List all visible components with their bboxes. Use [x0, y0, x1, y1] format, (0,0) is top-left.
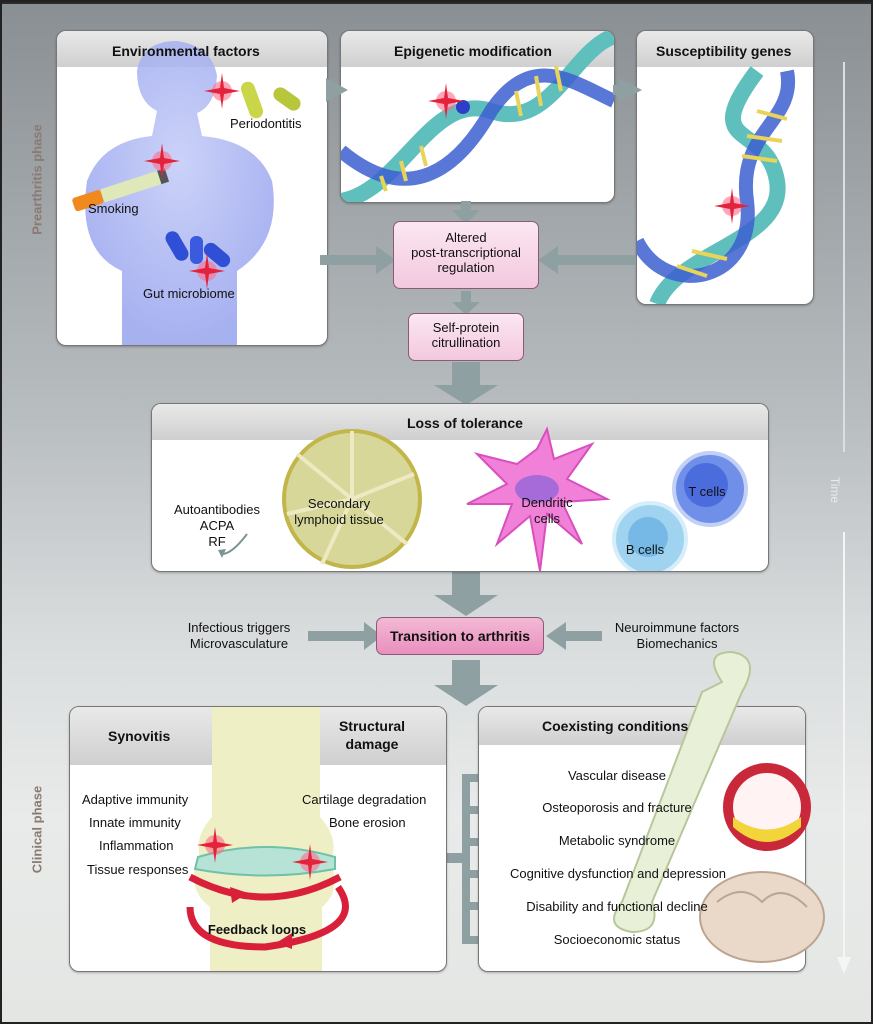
acpa-label: ACPA — [199, 518, 235, 533]
inflammation-spark-icon — [189, 253, 225, 289]
coexisting-conditions-title: Coexisting conditions — [542, 718, 689, 734]
loss-of-tolerance-panel — [151, 403, 769, 572]
human-body-silhouette — [85, 41, 274, 345]
structural-damage-title-line2: damage — [345, 736, 399, 752]
dna-helix-icon — [341, 31, 614, 202]
neuroimmune-factors-label: Neuroimmune factors — [614, 620, 740, 635]
altered-regulation-box: Altered post-transcriptional regulation — [393, 221, 539, 289]
inflammation-spark-icon — [428, 83, 464, 119]
synovitis-panel — [69, 706, 447, 972]
secondary-lymphoid-tissue-label-line2: lymphoid tissue — [294, 512, 384, 527]
susceptibility-genes-panel — [636, 30, 814, 305]
lymphoid-tissue-icon — [218, 429, 422, 569]
b-cells-label: B cells — [625, 542, 665, 557]
condition-item: Metabolic syndrome — [558, 833, 676, 848]
structural-damage-item: Bone erosion — [329, 815, 406, 830]
autoantibodies-label: Autoantibodies — [173, 502, 260, 517]
infectious-triggers-label: Infectious triggers — [187, 620, 291, 635]
condition-item: Vascular disease — [567, 768, 667, 783]
feedback-loops-label: Feedback loops — [207, 922, 307, 937]
dendritic-cell-icon — [466, 426, 611, 571]
environmental-factors-panel — [56, 30, 328, 346]
b-cell-icon — [612, 501, 688, 571]
inflammation-spark-icon — [292, 844, 328, 880]
condition-item: Cognitive dysfunction and depression — [509, 866, 727, 881]
t-cell-icon — [672, 451, 748, 527]
gut-microbiome-label: Gut microbiome — [143, 286, 235, 301]
rf-label: RF — [208, 534, 226, 549]
smoking-cigarette-icon — [72, 168, 170, 212]
inflammation-spark-icon — [714, 188, 750, 224]
gut-microbiome-bacteria-icon — [165, 231, 231, 268]
susceptibility-genes-title: Susceptibility genes — [656, 43, 792, 59]
structural-damage-title: Structural — [338, 718, 406, 734]
synovitis-item: Adaptive immunity — [82, 792, 189, 807]
loss-of-tolerance-title: Loss of tolerance — [407, 415, 523, 431]
condition-item: Osteoporosis and fracture — [542, 800, 692, 815]
dendritic-cells-label: Dendritic — [521, 495, 573, 510]
condition-item: Socioeconomic status — [553, 932, 681, 947]
synovitis-item: Tissue responses — [87, 862, 189, 877]
synovitis-title: Synovitis — [108, 728, 171, 744]
microvasculature-label: Microvasculature — [189, 636, 289, 651]
transition-to-arthritis-box: Transition to arthritis — [376, 617, 544, 655]
condition-item: Disability and functional decline — [526, 899, 708, 914]
synovitis-item: Innate immunity — [89, 815, 181, 830]
synovitis-item: Inflammation — [99, 838, 174, 853]
inflammation-spark-icon — [197, 827, 233, 863]
environmental-factors-title: Environmental factors — [112, 43, 260, 59]
t-cells-label: T cells — [688, 484, 726, 499]
epigenetic-modification-panel — [340, 30, 615, 203]
structural-damage-item: Cartilage degradation — [302, 792, 427, 807]
inflammation-spark-icon — [204, 73, 240, 109]
secondary-lymphoid-tissue-label: Secondary — [307, 496, 371, 511]
dna-helix-icon — [637, 66, 796, 304]
dendritic-cells-label-line2: cells — [533, 511, 560, 526]
self-protein-citrullination-box: Self-protein citrullination — [408, 313, 524, 361]
epigenetic-modification-title: Epigenetic modification — [394, 43, 552, 59]
biomechanics-label: Biomechanics — [636, 636, 718, 651]
periodontitis-label: Periodontitis — [230, 116, 302, 131]
joint-illustration — [186, 707, 349, 971]
smoking-label: Smoking — [88, 201, 139, 216]
inflammation-spark-icon — [144, 143, 180, 179]
periodontitis-bacteria-icon — [240, 81, 301, 119]
